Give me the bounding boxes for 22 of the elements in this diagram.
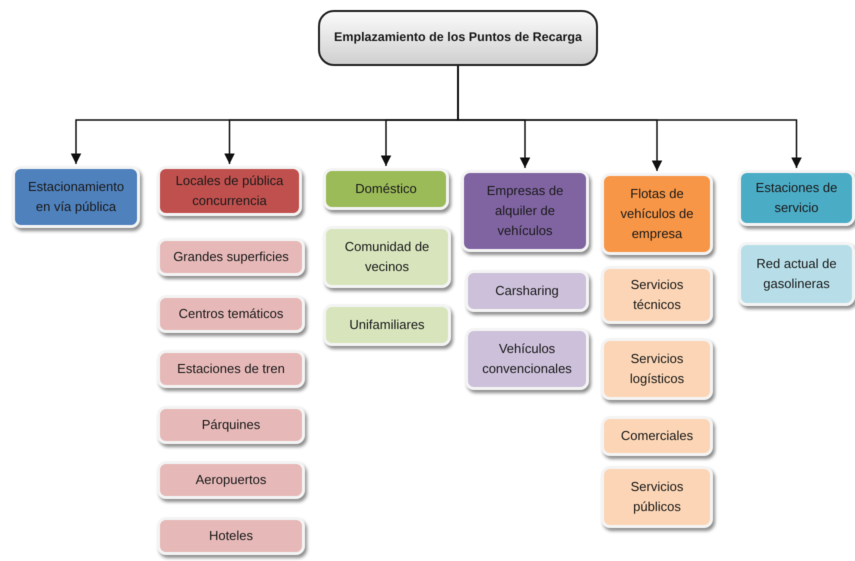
category-box: Comunidad de vecinos: [323, 226, 451, 288]
category-box: Comerciales: [601, 416, 713, 456]
title-box: Emplazamiento de los Puntos de Recarga: [318, 10, 598, 66]
category-box: Centros temáticos: [157, 295, 305, 333]
category-box: Estaciones de servicio: [738, 170, 855, 226]
category-box: Locales de pública concurrencia: [157, 166, 302, 216]
category-box: Párquines: [157, 406, 305, 444]
category-box: Vehículos convencionales: [465, 328, 589, 390]
category-box: Flotas de vehículos de empresa: [601, 173, 713, 255]
category-box: Servicios logísticos: [601, 338, 713, 400]
category-box: Unifamiliares: [323, 304, 451, 346]
category-box: Estaciones de tren: [157, 350, 305, 388]
category-box: Doméstico: [323, 168, 449, 210]
category-box: Red actual de gasolineras: [738, 242, 855, 306]
category-box: Empresas de alquiler de vehículos: [461, 170, 589, 252]
category-box: Grandes superficies: [157, 238, 305, 276]
category-box: Servicios públicos: [601, 466, 713, 528]
category-box: Servicios técnicos: [601, 266, 713, 324]
category-box: Hoteles: [157, 517, 305, 555]
category-box: Carsharing: [465, 270, 589, 312]
category-box: Aeropuertos: [157, 461, 305, 499]
category-box: Estacionamiento en vía pública: [12, 166, 140, 228]
